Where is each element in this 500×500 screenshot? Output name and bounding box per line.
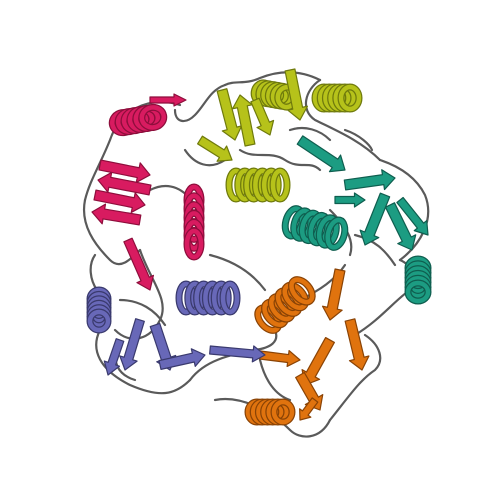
loop-segment: [173, 83, 227, 123]
helix-turn: [194, 281, 213, 315]
teal-helix-center: [281, 205, 349, 251]
magenta-strand-4: [91, 203, 142, 226]
loop-segment: [95, 328, 192, 395]
teal-strand-6: [334, 192, 366, 208]
loop-segment: [328, 333, 382, 422]
olive-strand-2: [231, 94, 256, 147]
slate-helix-left: [86, 286, 112, 334]
subunit-teal: [281, 135, 432, 305]
loop-segment: [183, 148, 227, 167]
helix-turn: [405, 280, 431, 304]
helix-turn: [220, 281, 240, 315]
slate-strand-4: [209, 345, 266, 363]
helix-turn: [211, 281, 231, 315]
loop-segment: [258, 358, 292, 402]
subunit-olive: [197, 68, 363, 203]
loop-segment: [378, 158, 430, 262]
slate-helix-center: [175, 280, 241, 316]
teal-strand-5: [396, 196, 429, 236]
subunit-layer: [86, 68, 432, 426]
helix-turn: [270, 168, 290, 202]
olive-strand-3: [250, 97, 275, 136]
teal-helix-right: [404, 255, 432, 305]
orange-helix-bottom: [244, 398, 296, 426]
helix-turn: [244, 168, 263, 202]
helix-turn: [203, 281, 222, 315]
helix-turn: [282, 283, 308, 310]
helix-turn: [261, 168, 281, 202]
magenta-strand-2: [97, 171, 152, 196]
orange-helix-center: [254, 276, 316, 334]
helix-turn: [289, 277, 315, 305]
olive-helix-right: [311, 83, 363, 113]
magenta-helix-top: [108, 103, 168, 137]
olive-helix-center: [225, 167, 291, 203]
teal-strand-1: [296, 135, 346, 173]
orange-strand-3: [301, 336, 335, 386]
loop-segment: [343, 128, 374, 152]
helix-turn: [176, 281, 196, 315]
magenta-strand-1: [98, 159, 151, 184]
helix-turn: [271, 399, 295, 425]
slate-strand-3: [158, 348, 206, 370]
slate-strand-5: [103, 338, 125, 376]
magenta-strand-5: [123, 237, 155, 291]
helix-turn: [184, 228, 204, 260]
loop-segment: [288, 126, 332, 142]
helix-turn: [325, 217, 348, 250]
magenta-helix-center: [183, 183, 205, 261]
slate-strand-1: [119, 318, 145, 371]
orange-strand-1: [321, 268, 346, 321]
loop-segment: [82, 198, 142, 266]
teal-strand-4: [384, 202, 417, 251]
helix-turn: [226, 168, 246, 202]
olive-strand-1: [216, 88, 243, 141]
helix-turn: [185, 281, 205, 315]
subunit-slate: [86, 280, 266, 376]
teal-strand-3: [359, 192, 391, 246]
loop-segment: [208, 253, 267, 292]
loop-segment: [238, 148, 322, 172]
helix-turn: [139, 105, 166, 130]
helix-turn: [338, 84, 362, 112]
olive-strand-4: [197, 135, 233, 162]
loop-segment: [118, 298, 167, 327]
teal-strand-2: [343, 169, 396, 191]
loop-segment: [304, 78, 382, 162]
helix-turn: [235, 168, 255, 202]
orange-strand-6: [299, 397, 319, 421]
loop-segment: [213, 397, 332, 438]
subunit-orange: [244, 268, 370, 426]
loop-segment: [223, 71, 322, 87]
helix-turn: [87, 309, 111, 333]
helix-turn: [253, 168, 272, 202]
orange-strand-2: [344, 318, 370, 371]
magenta-strand-tail: [149, 93, 187, 107]
orange-strand-5: [258, 349, 301, 368]
magenta-strand-3: [93, 189, 146, 214]
loop-segment: [353, 233, 397, 267]
olive-strand-5: [284, 68, 309, 121]
helix-turn: [316, 215, 339, 248]
subunit-magenta: [91, 93, 205, 291]
